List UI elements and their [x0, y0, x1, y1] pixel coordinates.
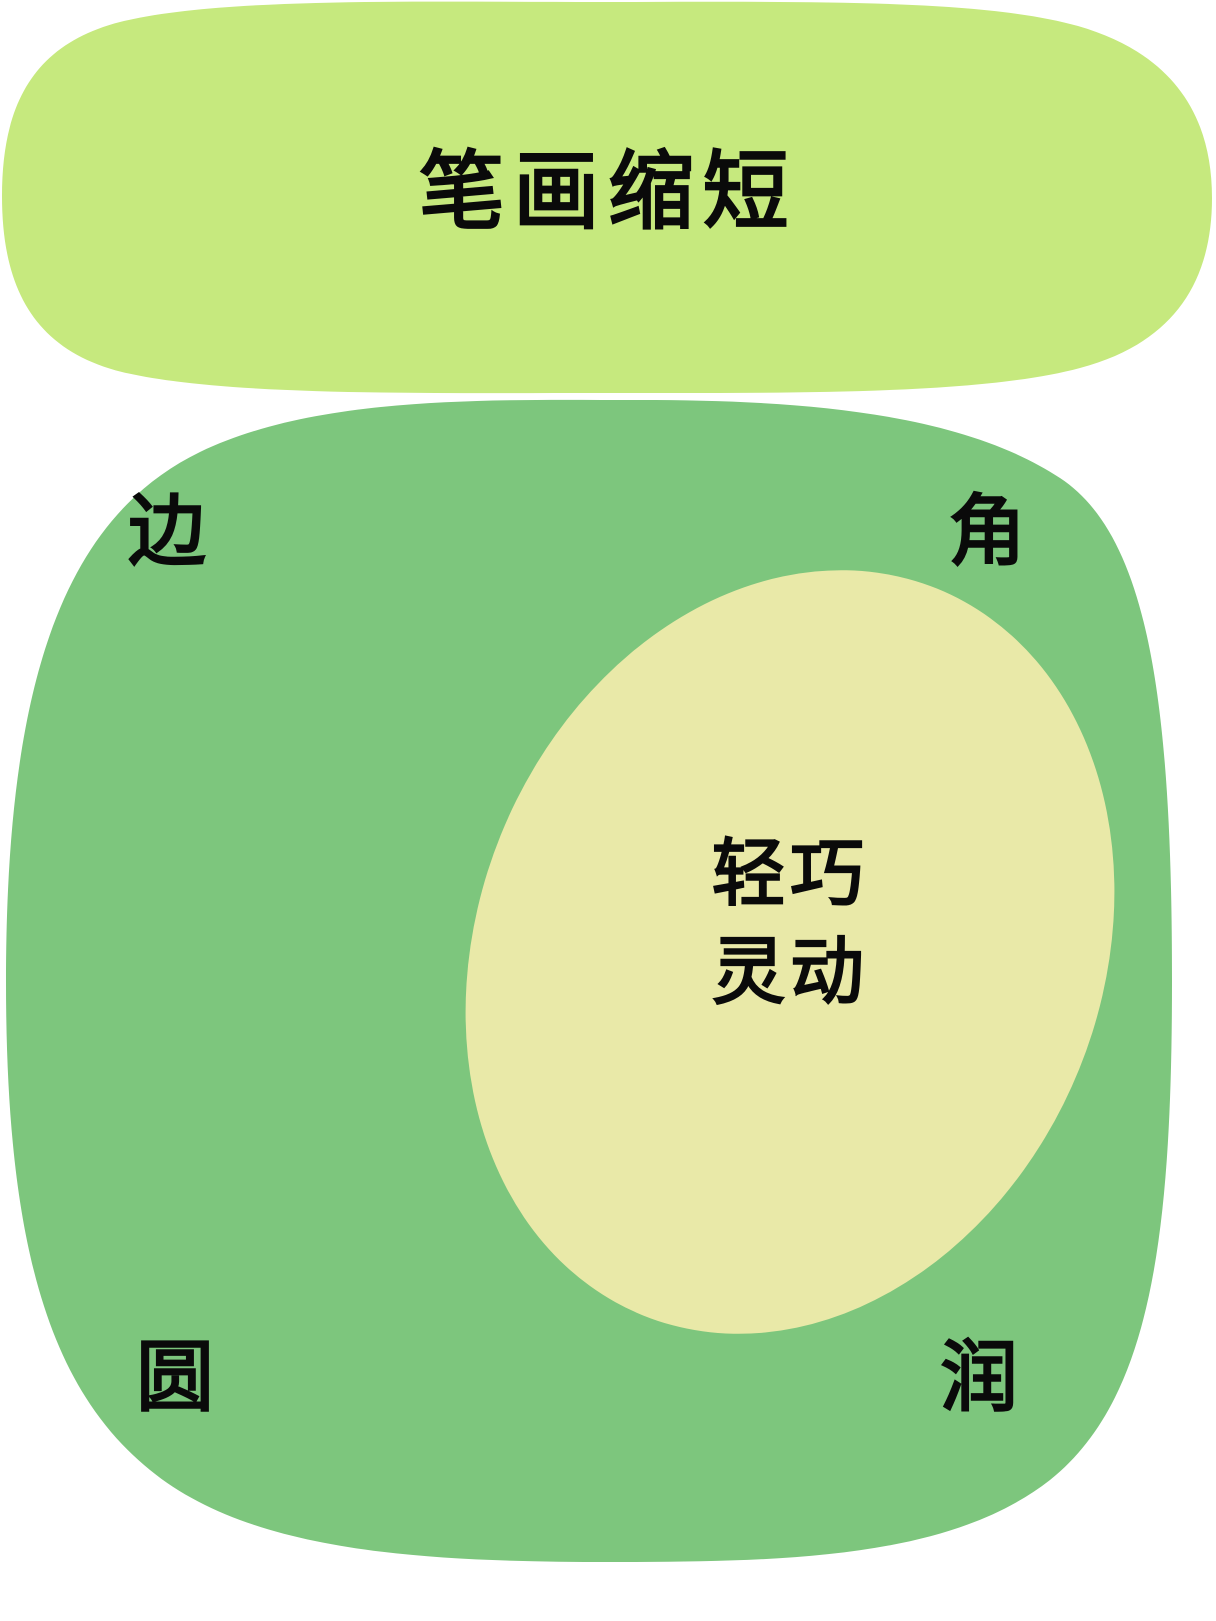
banner-title: 笔画缩短 — [418, 142, 798, 242]
inner-region-label: 轻巧 灵动 — [711, 831, 869, 1015]
banner-shape — [2, 1, 1212, 394]
outer-label-bottom-right: 润 — [940, 1333, 1022, 1423]
outer-label-top-right: 角 — [948, 487, 1030, 577]
inner-region-shape — [465, 570, 1115, 1334]
outer-label-bottom-left: 圆 — [136, 1333, 218, 1423]
outer-label-top-left: 边 — [128, 487, 210, 577]
